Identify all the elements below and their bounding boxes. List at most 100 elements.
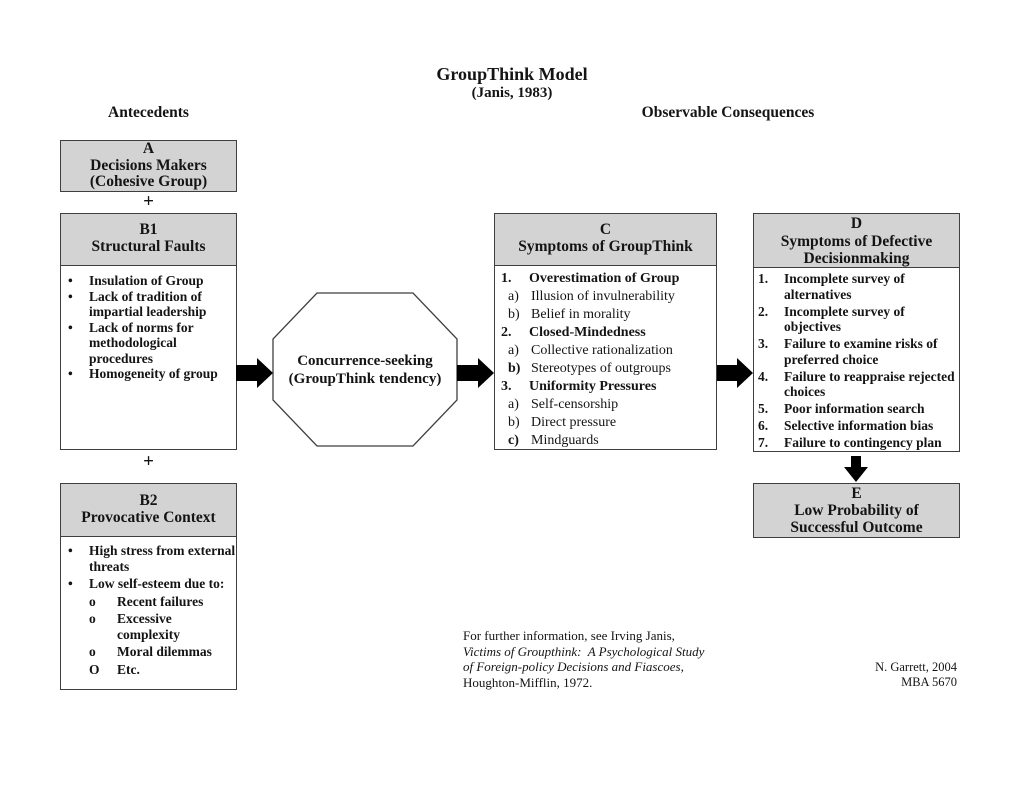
- list-item-text: Failure to examine risks of preferred ch…: [784, 336, 938, 367]
- list-item-marker: 3.: [501, 379, 512, 394]
- list-item-text: Houghton-Mifflin, 1972.: [463, 674, 593, 690]
- list-item-marker: 5.: [758, 401, 769, 416]
- list-item-text: Lack of tradition of impartial leadershi…: [89, 288, 207, 320]
- list-item-marker: •: [68, 576, 73, 591]
- arrow-octagon-to-c-icon: [457, 358, 494, 393]
- list-item: 5.Poor information search: [754, 401, 959, 417]
- box-b2-list: •High stress from external threats•Low s…: [61, 537, 236, 689]
- list-item-text: Failure to contingency plan: [784, 435, 942, 450]
- credit-text: N. Garrett, 2004 MBA 5670: [797, 660, 957, 690]
- box-e-label: E: [851, 485, 862, 502]
- list-item-text: Illusion of invulnerability: [531, 289, 675, 304]
- list-item-marker: b): [508, 307, 520, 322]
- box-a-label: A: [142, 140, 155, 158]
- list-item-marker: 2.: [501, 325, 512, 340]
- list-item: 1.Incomplete survey of alternatives: [754, 271, 959, 302]
- list-item-marker: •: [68, 543, 73, 558]
- plus-sign-b1-b2: +: [143, 451, 154, 472]
- credit-line-author: N. Garrett, 2004: [875, 660, 957, 674]
- credit-line-course: MBA 5670: [901, 675, 957, 689]
- list-item-marker: 7.: [758, 435, 769, 450]
- list-item: Victims of Groupthink: A Psychological S…: [463, 644, 743, 660]
- box-b2-title: Provocative Context: [81, 509, 216, 526]
- list-item-marker: a): [508, 343, 519, 358]
- box-d-label: D: [850, 215, 863, 232]
- box-c-header: C Symptoms of GroupThink: [495, 214, 716, 266]
- page-subtitle: (Janis, 1983): [471, 85, 553, 101]
- list-item: 4. Failure to reappraise rejected choices: [754, 369, 959, 400]
- box-c-title: Symptoms of GroupThink: [518, 238, 693, 255]
- list-item: b) Stereotypes of outgroups: [495, 361, 716, 377]
- list-item: a) Self-censorship: [495, 397, 716, 413]
- octagon-shape: [272, 292, 458, 447]
- list-item: of Foreign-policy Decisions and Fiascoes…: [463, 659, 743, 675]
- box-b1-title: Structural Faults: [91, 238, 206, 255]
- list-item: a)Illusion of invulnerability: [495, 289, 716, 305]
- list-item-marker: 1.: [758, 271, 769, 286]
- box-b2-header: B2 Provocative Context: [61, 484, 236, 537]
- list-item-marker: a): [508, 397, 519, 412]
- box-b1-header: B1 Structural Faults: [61, 214, 236, 266]
- list-item-text: of Foreign-policy Decisions and Fiascoes…: [463, 659, 684, 674]
- list-item-marker: o: [89, 644, 96, 659]
- list-item: 1.Overestimation of Group: [495, 271, 716, 287]
- octagon-line2: (GroupThink tendency): [288, 370, 442, 387]
- box-b2-label: B2: [139, 492, 158, 509]
- list-item: b) Belief in morality: [495, 307, 716, 323]
- list-item: 3. Uniformity Pressures: [495, 379, 716, 395]
- box-b1-structural-faults: B1 Structural Faults •Insulation of Grou…: [60, 213, 237, 450]
- box-b1-list: •Insulation of Group•Lack of tradition o…: [61, 266, 236, 449]
- list-item-marker: 6.: [758, 418, 769, 433]
- list-item: 2. Closed-Mindedness: [495, 325, 716, 341]
- list-item: • High stress from external threats: [61, 543, 236, 574]
- list-item: 6.Selective information bias: [754, 418, 959, 434]
- list-item-text: Belief in morality: [531, 307, 631, 322]
- list-item-text: Closed-Mindedness: [529, 325, 646, 340]
- box-a-line2: (Cohesive Group): [89, 173, 208, 191]
- box-c-label: C: [599, 221, 612, 238]
- list-item-text: Victims of Groupthink: A Psychological S…: [463, 643, 705, 659]
- octagon-concurrence-seeking: Concurrence-seeking (GroupThink tendency…: [272, 292, 458, 447]
- box-e-title: Low Probability of Successful Outcome: [790, 502, 923, 536]
- arrow-c-to-d-icon: [716, 358, 753, 393]
- list-item-marker: 3.: [758, 336, 769, 351]
- list-item-marker: 4.: [758, 368, 769, 384]
- plus-sign-a-b1: +: [143, 191, 154, 212]
- list-item-marker: o: [89, 593, 96, 609]
- list-item-text: Moral dilemmas: [117, 644, 212, 659]
- list-item-text: Failure to reappraise rejected choices: [784, 368, 955, 400]
- box-d-title: Symptoms of Defective Decisionmaking: [780, 232, 933, 268]
- list-item-text: Stereotypes of outgroups: [531, 361, 671, 376]
- list-item: Houghton-Mifflin, 1972.: [463, 675, 743, 691]
- column-header-antecedents: Antecedents: [108, 104, 189, 121]
- arrow-d-to-e-icon: [844, 456, 868, 487]
- list-item-text: High stress from external threats: [89, 543, 236, 574]
- box-a-decision-makers: A Decisions Makers (Cohesive Group): [60, 140, 237, 192]
- box-d-defective-decisionmaking: D Symptoms of Defective Decisionmaking 1…: [753, 213, 960, 452]
- box-b2-provocative-context: B2 Provocative Context • High stress from…: [60, 483, 237, 690]
- list-item-text: Uniformity Pressures: [529, 379, 657, 394]
- list-item-marker: c): [508, 433, 519, 448]
- list-item-marker: O: [89, 661, 100, 677]
- list-item-marker: o: [89, 611, 96, 626]
- list-item: b) Direct pressure: [495, 415, 716, 431]
- list-item-marker: •: [68, 319, 73, 335]
- list-item-text: Collective rationalization: [531, 343, 673, 358]
- list-item-text: Direct pressure: [531, 415, 617, 430]
- list-item-text: Excessive complexity: [117, 611, 180, 642]
- arrow-b1-to-octagon-icon: [236, 358, 273, 393]
- list-item-marker: b): [508, 415, 520, 430]
- list-item-text: Homogeneity of group: [89, 366, 218, 381]
- list-item-marker: 2.: [758, 303, 769, 319]
- box-c-symptoms-of-groupthink: C Symptoms of GroupThink 1.Overestimatio…: [494, 213, 717, 450]
- box-b1-label: B1: [139, 221, 158, 238]
- list-item-marker: b): [508, 361, 521, 376]
- box-d-header: D Symptoms of Defective Decisionmaking: [754, 214, 959, 268]
- list-item-text: Self-censorship: [531, 397, 619, 412]
- list-item-marker: •: [68, 273, 73, 288]
- column-header-observable-consequences: Observable Consequences: [641, 104, 815, 121]
